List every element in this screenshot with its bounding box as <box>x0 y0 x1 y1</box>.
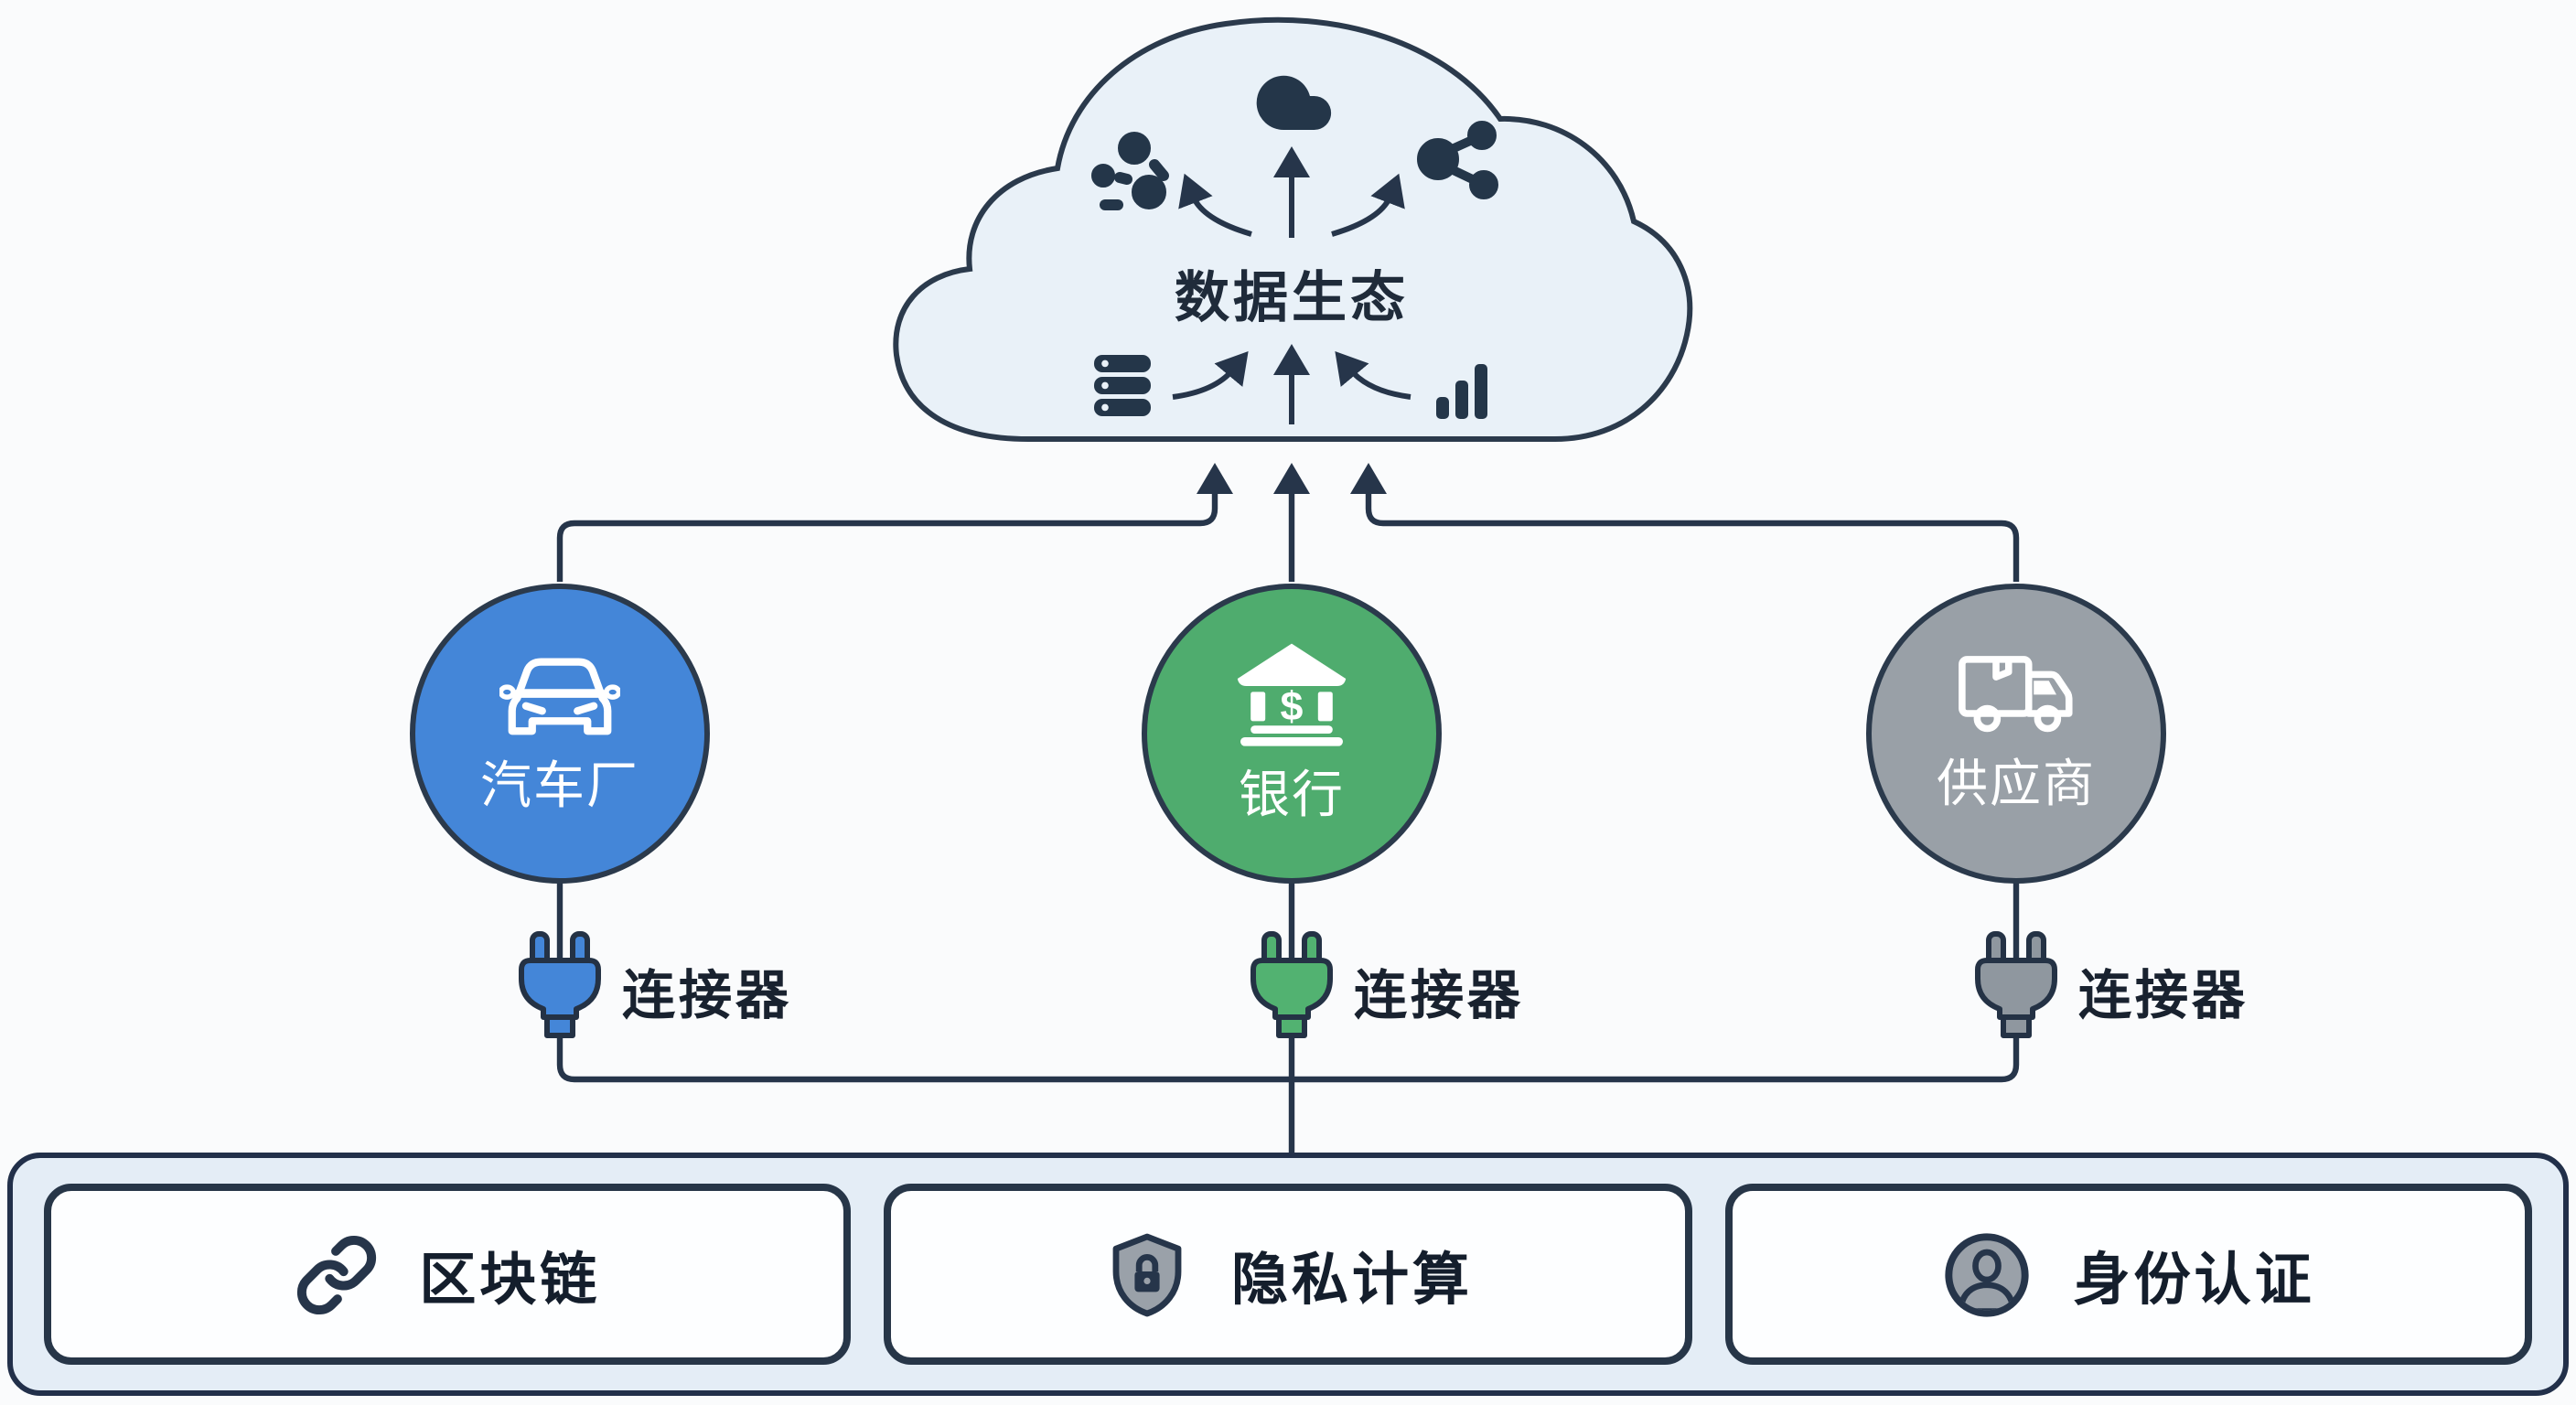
foundation-box-privacy: 隐私计算 <box>884 1184 1692 1365</box>
cloud-arrow-in-right <box>1335 351 1411 400</box>
connector-label-supplier: 连接器 <box>2078 968 2249 1026</box>
shield-lock-icon <box>1112 1232 1182 1316</box>
cloud-arrow-in-left <box>1172 351 1249 400</box>
car-icon <box>499 657 620 735</box>
share-nodes-icon <box>1417 121 1498 199</box>
cloud-arrow-up-left <box>1178 173 1252 237</box>
foundation-box-identity: 身份认证 <box>1724 1184 2532 1365</box>
supplier-to-cloud-line <box>1350 463 2020 582</box>
chain-link-icon <box>297 1234 377 1314</box>
bank-dollar-glyph: $ <box>1281 682 1304 728</box>
bar-chart-icon <box>1436 364 1487 419</box>
foundation-band: 区块链 隐私计算 身份认证 <box>7 1153 2569 1396</box>
entity-bank-label: 银行 <box>1238 766 1345 822</box>
automaker-to-cloud-line <box>556 463 1233 582</box>
foundation-label-identity: 身份认证 <box>2073 1248 2315 1312</box>
connector-bus-line <box>556 880 2020 1083</box>
server-stack-icon <box>1094 355 1151 416</box>
connector-label-automaker: 连接器 <box>622 968 793 1026</box>
entity-supplier-label: 供应商 <box>1936 755 2096 811</box>
entity-supplier: 供应商 <box>1866 584 2166 884</box>
entity-bank: $ 银行 <box>1142 584 1442 884</box>
cloud-icon <box>1256 75 1332 130</box>
plug-icon-bank <box>1250 931 1333 1038</box>
entity-automaker: 汽车厂 <box>410 584 710 884</box>
plug-icon-supplier <box>1975 931 2057 1038</box>
truck-icon <box>1959 655 2073 732</box>
scatter-dots-icon <box>1091 132 1169 210</box>
foundation-box-blockchain: 区块链 <box>44 1184 852 1365</box>
foundation-label-privacy: 隐私计算 <box>1230 1248 1473 1312</box>
bank-icon: $ <box>1237 642 1347 745</box>
foundation-label-blockchain: 区块链 <box>419 1248 601 1312</box>
cloud-title: 数据生态 <box>1175 269 1409 329</box>
entity-automaker-label: 汽车厂 <box>479 756 639 813</box>
connector-label-bank: 连接器 <box>1354 968 1525 1026</box>
cloud-arrow-up-right <box>1331 173 1405 237</box>
user-circle-icon <box>1946 1232 2030 1316</box>
plug-icon-automaker <box>519 931 601 1038</box>
